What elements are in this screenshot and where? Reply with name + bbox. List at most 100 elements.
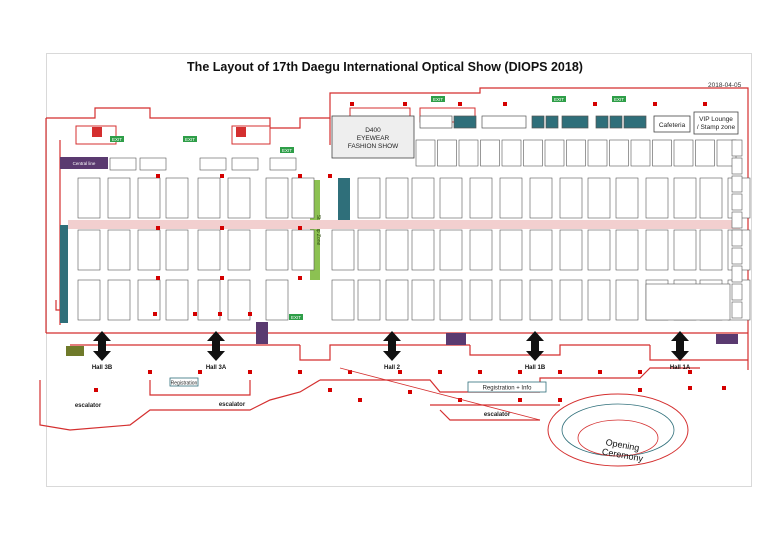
booth — [615, 177, 639, 219]
vip-label-2: / Stamp zone — [697, 124, 736, 131]
pillar — [193, 312, 197, 316]
booth — [469, 279, 493, 321]
booth — [731, 247, 743, 265]
booth — [731, 157, 743, 175]
booth — [469, 229, 493, 271]
d400-fashion-show: D400 EYEWEAR FASHION SHOW — [331, 115, 415, 159]
pillar — [722, 386, 726, 390]
pillar — [403, 102, 407, 106]
booth — [411, 177, 435, 219]
booth — [587, 279, 611, 321]
pillar — [688, 386, 692, 390]
pillar — [478, 370, 482, 374]
booth — [269, 157, 297, 171]
pillar — [638, 370, 642, 374]
booth — [137, 177, 161, 219]
pillar — [503, 102, 507, 106]
pillar — [148, 370, 152, 374]
cafeteria-label: Cafeteria — [659, 122, 686, 129]
pillar — [598, 370, 602, 374]
pillar — [518, 370, 522, 374]
booth — [357, 229, 381, 271]
booth — [501, 139, 522, 167]
booth — [439, 279, 463, 321]
exit-sign-4: EXIT — [433, 97, 443, 102]
exit-sign-1: EXIT — [112, 137, 122, 142]
booth — [385, 279, 409, 321]
registration-label: Registration — [171, 381, 198, 387]
booth — [137, 229, 161, 271]
pillar — [198, 370, 202, 374]
booth — [385, 177, 409, 219]
pillar — [458, 102, 462, 106]
pillar — [156, 226, 160, 230]
booth — [499, 229, 523, 271]
booth — [529, 177, 553, 219]
booth — [415, 139, 436, 167]
booth — [197, 177, 221, 219]
service-rooms — [75, 107, 476, 145]
booth — [673, 177, 697, 219]
pillars — [94, 102, 726, 402]
booth — [385, 229, 409, 271]
registration-info-label: Registration + Info — [483, 386, 533, 392]
booth — [731, 139, 743, 157]
booth — [630, 139, 651, 167]
booth — [227, 279, 251, 321]
booth — [731, 175, 743, 193]
escalator-label-1: escalator — [75, 403, 102, 409]
booth — [645, 229, 669, 271]
booth — [165, 229, 189, 271]
pillar — [153, 312, 157, 316]
pillar — [298, 370, 302, 374]
hall-label: Hall 3B — [92, 365, 113, 371]
booth — [139, 157, 167, 171]
booth — [544, 139, 565, 167]
pillar — [328, 388, 332, 392]
booth — [559, 177, 583, 219]
booth — [499, 177, 523, 219]
booth — [566, 139, 586, 167]
booth — [645, 177, 669, 219]
pillar — [703, 102, 707, 106]
pillar — [218, 312, 222, 316]
booth — [652, 139, 672, 167]
pillar — [358, 398, 362, 402]
escalator-label-2: escalator — [219, 402, 246, 408]
hall-entrance-arrow — [207, 331, 225, 361]
pillar — [350, 102, 354, 106]
booth — [529, 279, 553, 321]
exit-sign-6: EXIT — [614, 97, 624, 102]
booth — [331, 279, 355, 321]
exit-sign-5: EXIT — [554, 97, 564, 102]
d400-label-3: FASHION SHOW — [348, 143, 399, 150]
booth — [699, 177, 723, 219]
vip-lounge: VIP Lounge / Stamp zone — [693, 111, 739, 135]
booth — [197, 279, 221, 321]
pillar — [328, 174, 332, 178]
booth — [695, 139, 715, 167]
vip-label-1: VIP Lounge — [699, 116, 733, 123]
booth — [227, 177, 251, 219]
booth — [77, 229, 101, 271]
hall-label: Hall 1A — [670, 365, 691, 371]
booth — [731, 265, 743, 283]
booth — [197, 229, 221, 271]
booth — [731, 229, 743, 247]
pillar — [220, 276, 224, 280]
pillar — [593, 102, 597, 106]
top-strip-booths — [419, 115, 647, 129]
booth — [609, 139, 629, 167]
booth — [227, 229, 251, 271]
pillar — [156, 174, 160, 178]
booth — [587, 139, 608, 167]
exit-sign-3: EXIT — [282, 148, 292, 153]
pillar — [298, 174, 302, 178]
registration-info: Registration + Info Registration — [169, 377, 547, 393]
booth — [731, 193, 743, 211]
booth — [699, 229, 723, 271]
pillar — [348, 370, 352, 374]
start-up-zone: Start-up Zone — [310, 180, 321, 280]
booth — [673, 139, 694, 167]
d400-label-2: EYEWEAR — [357, 135, 390, 142]
